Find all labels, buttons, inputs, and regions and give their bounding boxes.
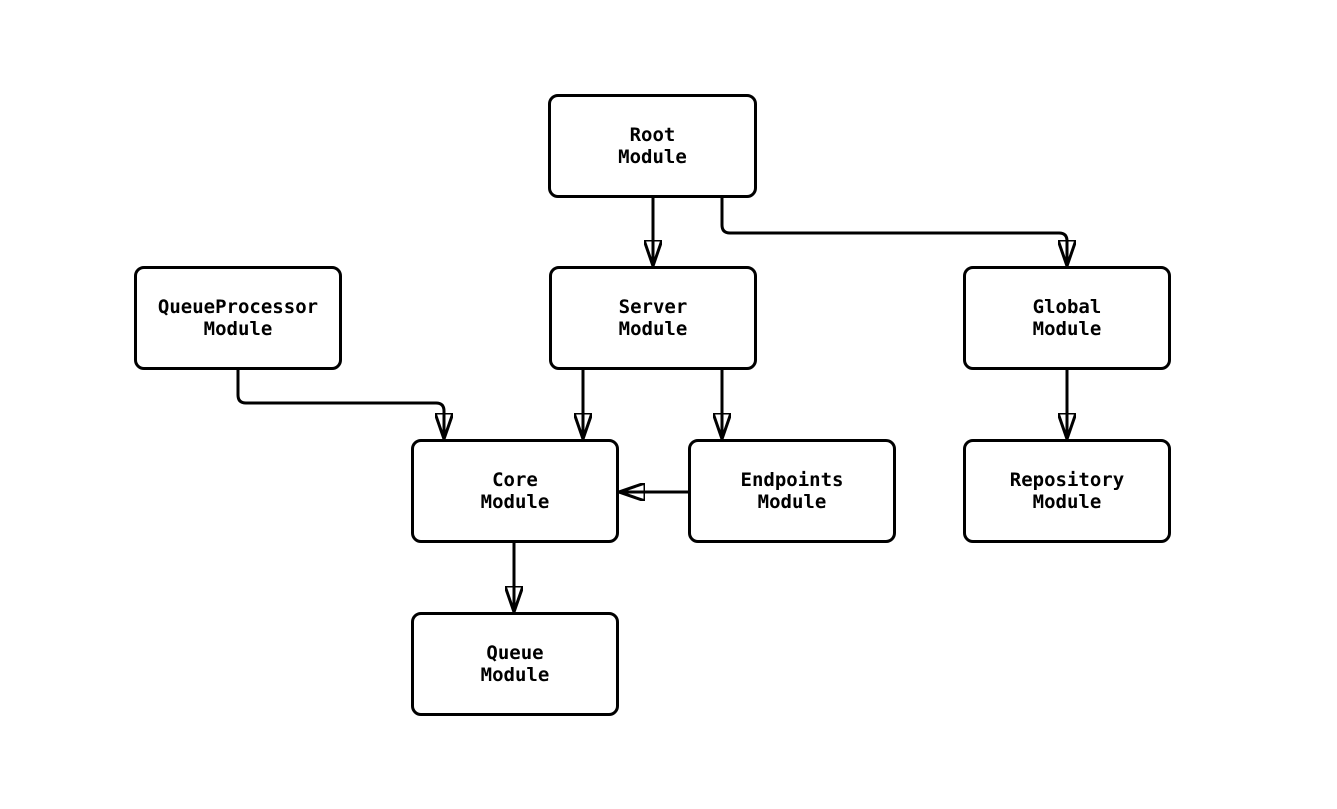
node-queue-module[interactable]: Queue Module — [411, 612, 619, 716]
node-global-module-label: Global Module — [1032, 296, 1102, 340]
node-root-module[interactable]: Root Module — [548, 94, 757, 198]
node-root-module-label: Root Module — [618, 124, 687, 168]
node-repository-module-label: Repository Module — [1009, 469, 1125, 513]
node-server-module[interactable]: Server Module — [549, 266, 757, 370]
node-queueprocessor-module[interactable]: QueueProcessor Module — [134, 266, 342, 370]
edge-root-to-global — [720, 198, 1067, 266]
node-server-module-label: Server Module — [618, 296, 688, 340]
node-endpoints-module[interactable]: Endpoints Module — [688, 439, 896, 543]
node-queueprocessor-module-label: QueueProcessor Module — [157, 296, 319, 340]
node-repository-module[interactable]: Repository Module — [963, 439, 1171, 543]
node-global-module[interactable]: Global Module — [963, 266, 1171, 370]
edge-queueprocessor-to-core — [236, 370, 444, 439]
node-queue-module-label: Queue Module — [480, 642, 550, 686]
node-core-module-label: Core Module — [480, 469, 550, 513]
node-endpoints-module-label: Endpoints Module — [740, 469, 844, 513]
node-core-module[interactable]: Core Module — [411, 439, 619, 543]
